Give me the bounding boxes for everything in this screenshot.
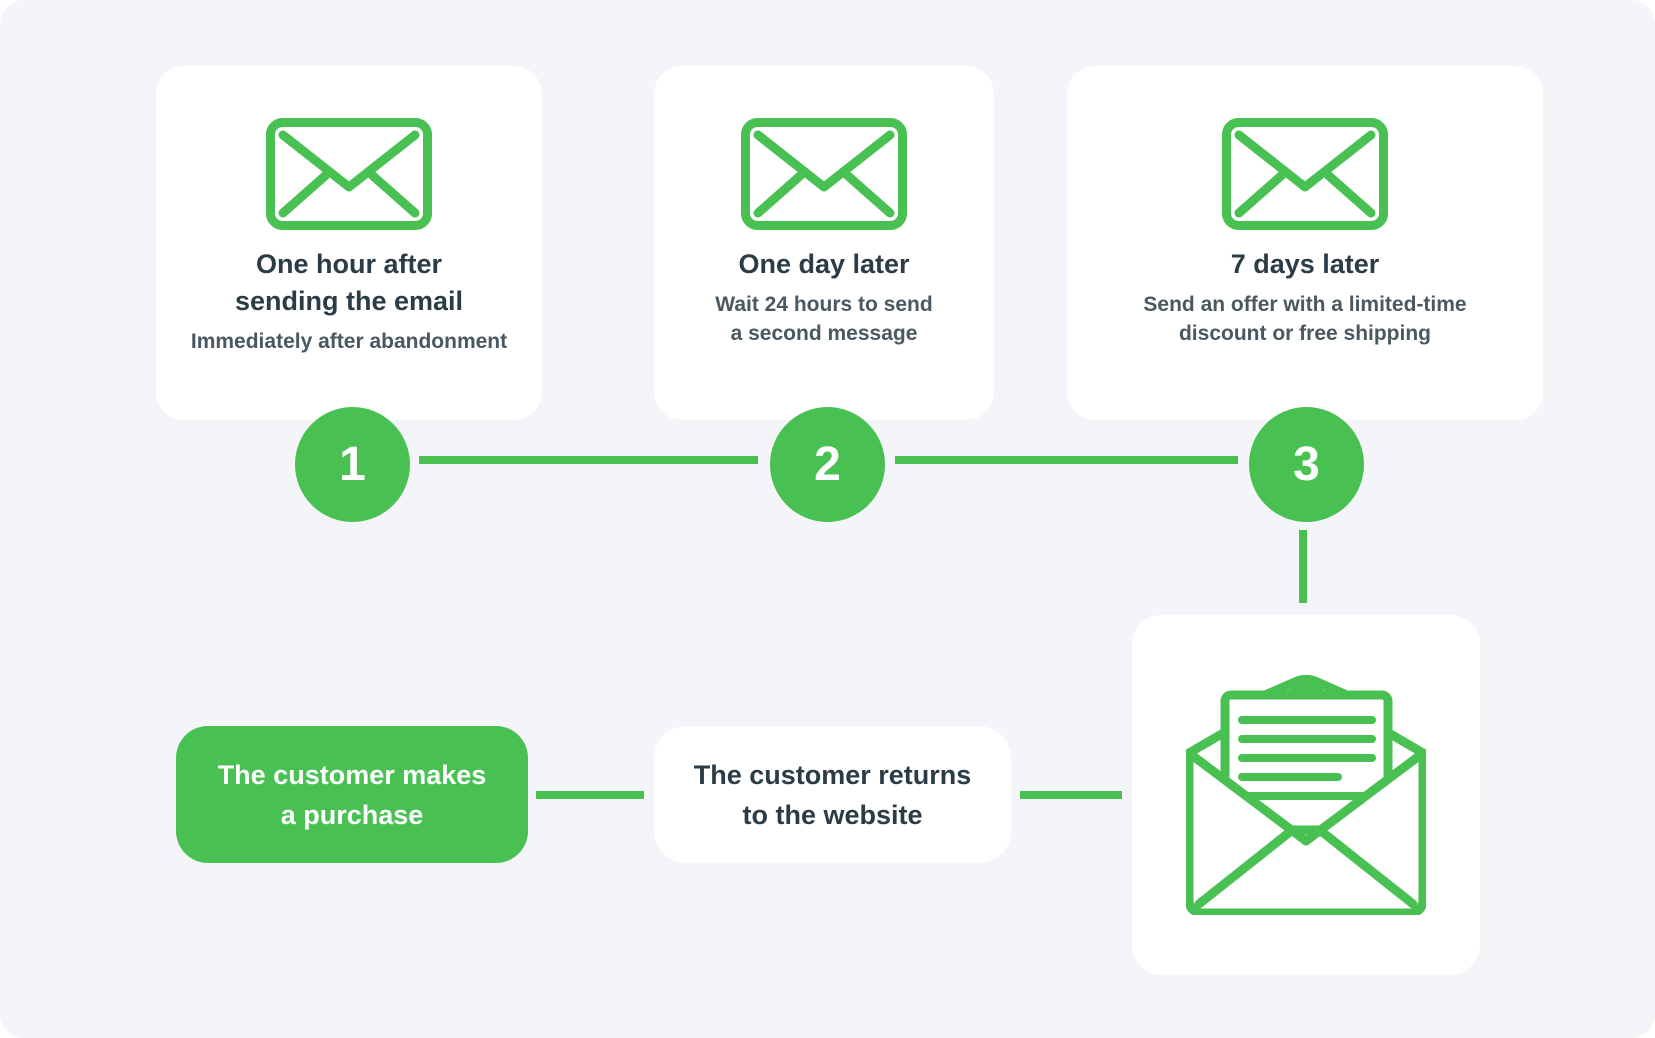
- envelope-icon: [266, 118, 432, 230]
- result-card: [1132, 615, 1480, 975]
- step-title-line: sending the email: [234, 286, 464, 316]
- step-title-line: One day later: [738, 249, 910, 279]
- step-title: 7 days later: [1231, 246, 1380, 283]
- step-subtitle-line: Wait 24 hours to send: [715, 293, 933, 316]
- purchase-box-line: The customer makes: [217, 759, 487, 790]
- step-card-1: One hour after sending the email Immedia…: [156, 66, 542, 420]
- step-marker-3: 3: [1249, 407, 1364, 522]
- step-subtitle-line: Immediately after abandonment: [190, 330, 508, 353]
- purchase-box: The customer makes a purchase: [176, 726, 528, 863]
- step-subtitle-line: discount or free shipping: [1178, 322, 1431, 345]
- connector-line-step2-step3: [895, 456, 1238, 464]
- step-marker-1: 1: [295, 407, 410, 522]
- step-title: One day later: [738, 246, 909, 283]
- connector-line-returns-result: [1020, 791, 1122, 799]
- purchase-box-line: a purchase: [280, 799, 424, 830]
- step-subtitle: Immediately after abandonment: [191, 327, 507, 356]
- open-envelope-letter-icon: [1186, 675, 1426, 915]
- returns-box-line: to the website: [742, 799, 923, 830]
- returns-box-line: The customer returns: [693, 759, 972, 790]
- step-title: One hour after sending the email: [235, 246, 463, 320]
- step-title-line: 7 days later: [1230, 249, 1380, 279]
- connector-line-step3-result: [1299, 530, 1307, 603]
- step-subtitle: Wait 24 hours to send a second message: [715, 290, 932, 348]
- connector-line-purchase-returns: [536, 791, 644, 799]
- step-subtitle: Send an offer with a limited-time discou…: [1143, 290, 1466, 348]
- connector-line-step1-step2: [419, 456, 758, 464]
- step-card-2: One day later Wait 24 hours to send a se…: [654, 66, 994, 420]
- envelope-icon: [1222, 118, 1388, 230]
- step-marker-2: 2: [770, 407, 885, 522]
- step-subtitle-line: a second message: [730, 322, 918, 345]
- envelope-icon: [741, 118, 907, 230]
- step-title-line: One hour after: [255, 249, 443, 279]
- step-subtitle-line: Send an offer with a limited-time: [1143, 293, 1467, 316]
- step-card-3: 7 days later Send an offer with a limite…: [1067, 66, 1543, 420]
- returns-box: The customer returns to the website: [654, 726, 1011, 863]
